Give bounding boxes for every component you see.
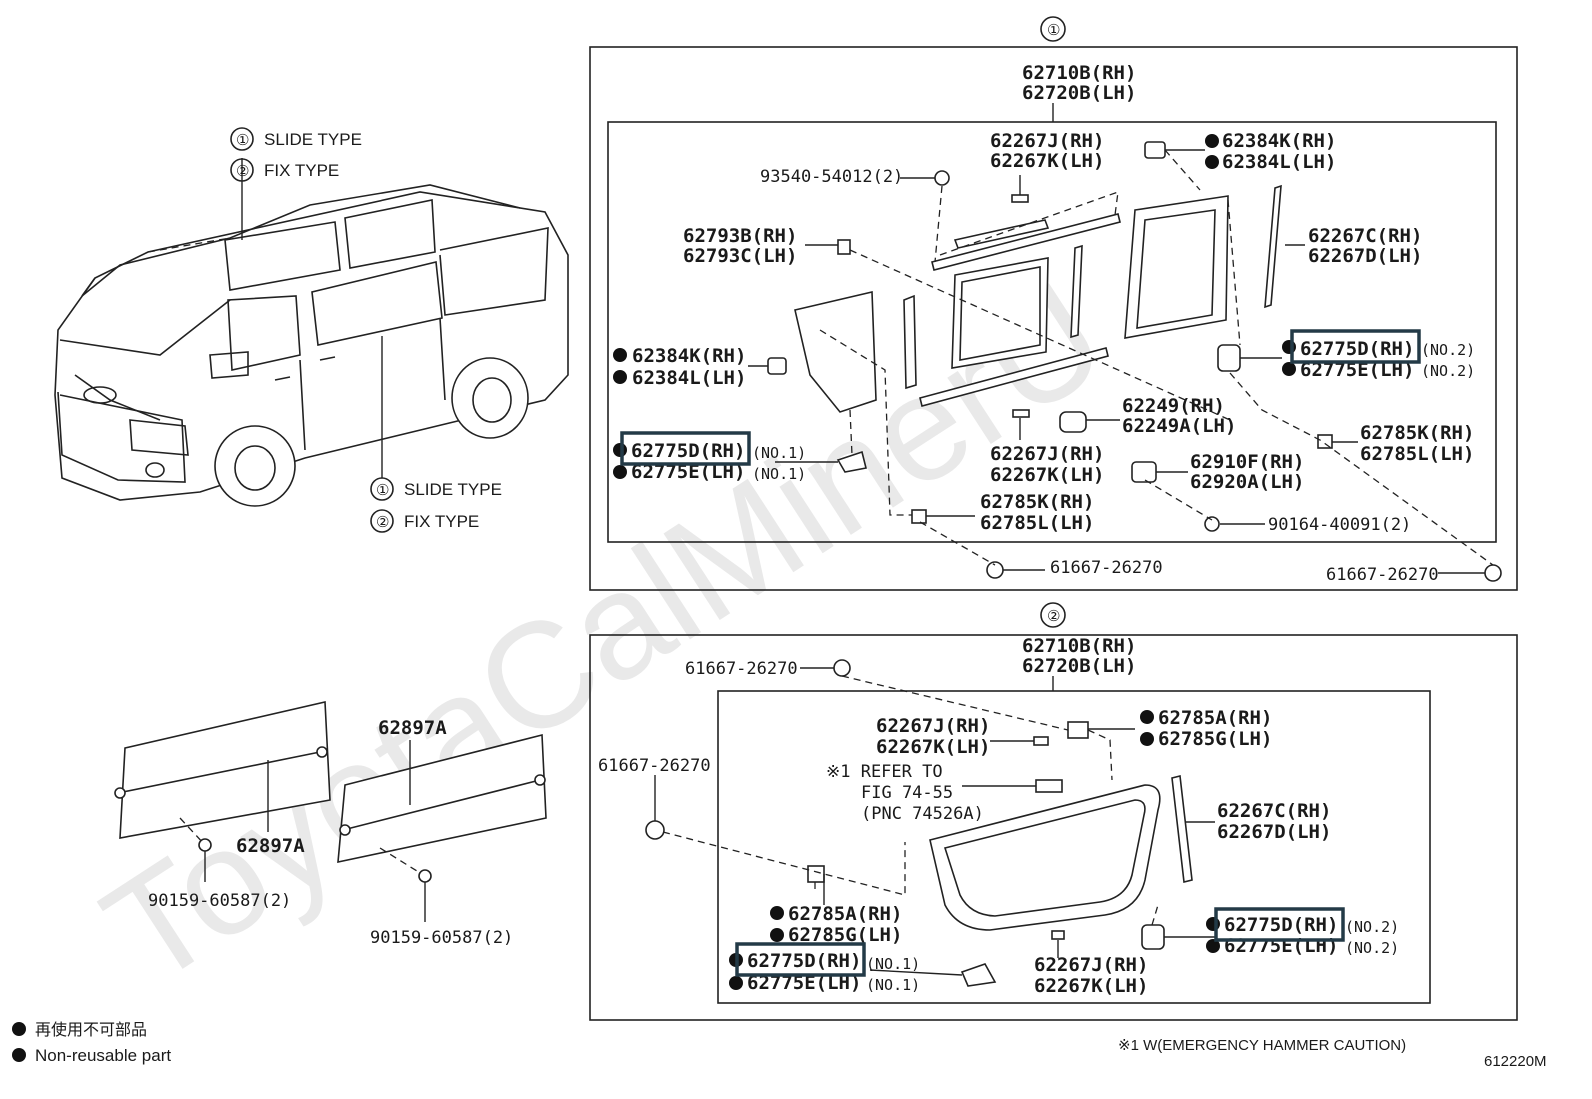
reference-note: (PNC 74526A) <box>861 804 984 824</box>
part-label: 62267C(RH) <box>1217 800 1331 822</box>
part-label: 62785K(RH) <box>980 491 1094 513</box>
part-label-highlighted: 62775D(RH) <box>631 440 745 462</box>
part-label: 62267D(LH) <box>1308 245 1422 267</box>
assembly-frame <box>607 121 1497 543</box>
part-label: 62384K(RH) <box>632 345 746 367</box>
view-frame <box>589 46 1518 591</box>
key-english: Non-reusable part <box>35 1046 171 1065</box>
part-label: 62267C(RH) <box>1308 225 1422 247</box>
legend-label: SLIDE TYPE <box>264 130 362 149</box>
legend-num: ① <box>236 132 249 149</box>
legend-label: FIX TYPE <box>264 161 339 180</box>
part-label-assy-lh: 62720B(LH) <box>1022 655 1136 677</box>
part-label-highlighted: 62775D(RH) <box>1300 338 1414 360</box>
part-note: (NO.1) <box>752 465 806 483</box>
part-label: 61667-26270 <box>598 756 711 776</box>
part-label-bolt: 90159-60587(2) <box>370 928 513 948</box>
footnote: ※1 W(EMERGENCY HAMMER CAUTION) <box>1118 1037 1406 1054</box>
highlight-box <box>1290 329 1421 364</box>
reference-note: FIG 74-55 <box>861 783 953 803</box>
part-label: 62384L(LH) <box>632 367 746 389</box>
figure-code: 612220M <box>1484 1053 1547 1070</box>
part-label: 61667-26270 <box>1326 565 1439 585</box>
view-frame <box>589 634 1518 1021</box>
part-label: 62267D(LH) <box>1217 821 1331 843</box>
part-label: 62775E(LH) <box>747 972 861 994</box>
part-label: 62775E(LH) <box>1300 359 1414 381</box>
fixed-glass-part <box>929 784 1161 931</box>
part-note: (NO.2) <box>1421 362 1475 380</box>
view-number: ① <box>1047 22 1060 39</box>
part-label: 62267K(LH) <box>1034 975 1148 997</box>
legend-num: ② <box>236 163 249 180</box>
part-label-assy-lh: 62720B(LH) <box>1022 82 1136 104</box>
legend-num: ② <box>376 514 389 531</box>
part-label: 62267J(RH) <box>876 715 990 737</box>
panel-assembly-left: 62897A 90159-60587(2) <box>114 701 331 911</box>
part-label: 62910F(RH) <box>1190 451 1304 473</box>
van-illustration <box>54 158 569 507</box>
panel-assembly-right: 62897A 90159-60587(2) <box>337 717 547 948</box>
part-label: 62785K(RH) <box>1360 422 1474 444</box>
part-label: 62267J(RH) <box>990 130 1104 152</box>
part-label: 62249(RH) <box>1122 395 1225 417</box>
part-label: 62785G(LH) <box>1158 728 1272 750</box>
bullet-icon <box>12 1048 26 1062</box>
part-label: 62785A(RH) <box>788 903 902 925</box>
legend-mid: ① SLIDE TYPE ② FIX TYPE <box>370 477 502 533</box>
part-label: 62267J(RH) <box>990 443 1104 465</box>
quarter-glass-part <box>794 290 877 413</box>
part-label: 62785G(LH) <box>788 924 902 946</box>
key-japanese: 再使用不可部品 <box>35 1021 147 1039</box>
legend-label: FIX TYPE <box>404 512 479 531</box>
legend-num: ① <box>376 482 389 499</box>
part-label: 62793C(LH) <box>683 245 797 267</box>
part-label-assy-rh: 62710B(RH) <box>1022 635 1136 657</box>
part-label: 61667-26270 <box>685 659 798 679</box>
part-label: 62267K(LH) <box>990 464 1104 486</box>
part-note: (NO.1) <box>866 976 920 994</box>
legend-label: SLIDE TYPE <box>404 480 502 499</box>
assembly-frame <box>717 690 1431 1004</box>
part-note: (NO.2) <box>1421 341 1475 359</box>
part-label: 62785L(LH) <box>1360 443 1474 465</box>
part-note: (NO.1) <box>752 444 806 462</box>
part-label: 62785A(RH) <box>1158 707 1272 729</box>
legend-top: ① SLIDE TYPE ② FIX TYPE <box>230 127 362 182</box>
part-label-highlighted: 62775D(RH) <box>747 950 861 972</box>
view-slide-type: ① 62710B(RH) 62720B(LH) <box>589 16 1518 591</box>
highlight-box <box>735 942 866 977</box>
highlight-box <box>620 431 751 466</box>
part-label: 62793B(RH) <box>683 225 797 247</box>
part-label-assy-rh: 62710B(RH) <box>1022 62 1136 84</box>
part-note: (NO.1) <box>866 955 920 973</box>
part-label: 62384L(LH) <box>1222 151 1336 173</box>
part-label: 62920A(LH) <box>1190 471 1304 493</box>
bullet-icon <box>12 1022 26 1036</box>
part-label: 62267K(LH) <box>876 736 990 758</box>
part-label: 93540-54012(2) <box>760 167 903 187</box>
part-label: 62249A(LH) <box>1122 415 1236 437</box>
part-note: (NO.2) <box>1345 939 1399 957</box>
part-label: 62267J(RH) <box>1034 954 1148 976</box>
part-label-highlighted: 62775D(RH) <box>1224 914 1338 936</box>
part-note: (NO.2) <box>1345 918 1399 936</box>
reference-note: ※1 REFER TO <box>826 762 943 782</box>
part-label: 62267K(LH) <box>990 150 1104 172</box>
part-label: 62785L(LH) <box>980 512 1094 534</box>
part-label: 90164-40091(2) <box>1268 515 1411 535</box>
part-label: 62384K(RH) <box>1222 130 1336 152</box>
part-label: 62775E(LH) <box>631 461 745 483</box>
part-label-62897A: 62897A <box>378 717 447 739</box>
part-label-bolt: 90159-60587(2) <box>148 891 291 911</box>
view-number: ② <box>1047 608 1060 625</box>
highlight-box <box>1214 907 1345 942</box>
view-fix-type: ② 62710B(RH) 62720B(LH) <box>589 602 1518 1021</box>
part-label: 61667-26270 <box>1050 558 1163 578</box>
part-label-62897A: 62897A <box>236 835 305 857</box>
